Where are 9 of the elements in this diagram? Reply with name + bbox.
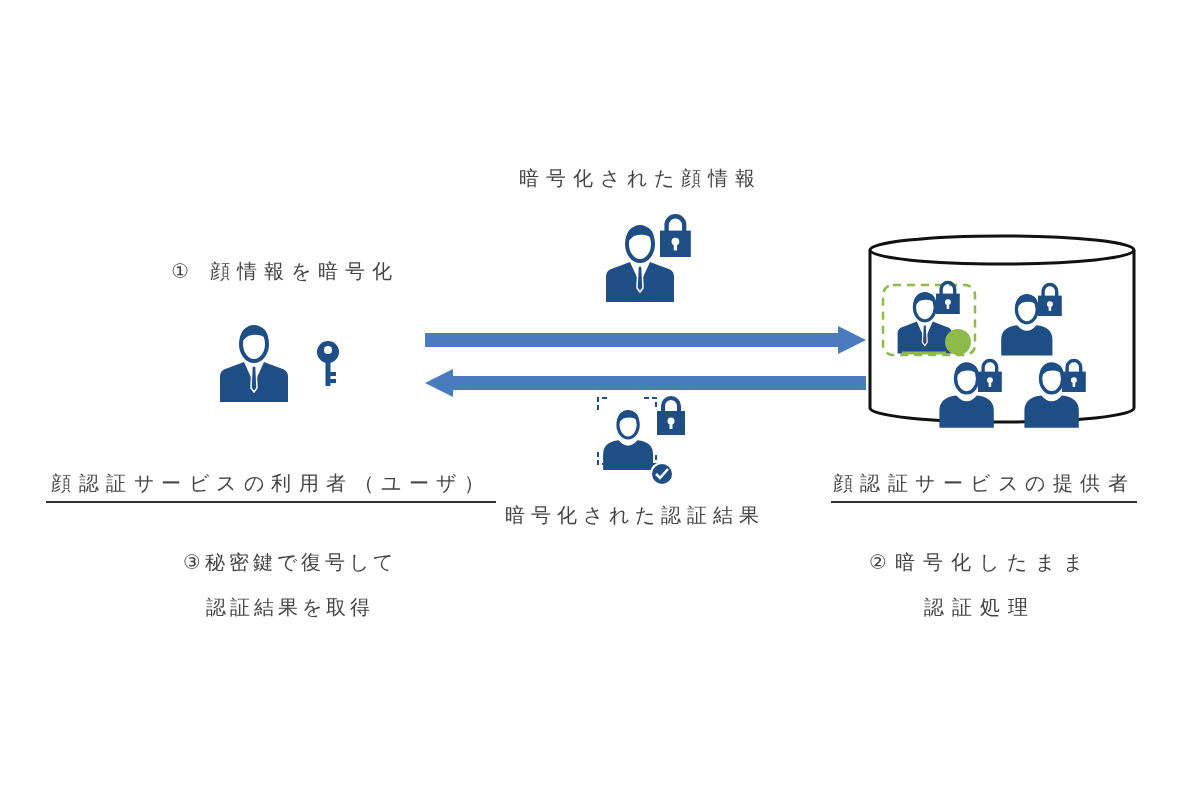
step-caption: ③秘密鍵で復号して認証結果を取得: [182, 549, 398, 621]
step-caption: ②暗号化したまま認証処理: [868, 549, 1092, 621]
underlined-heading: 顔認証サービスの利用者（ユーザ）: [46, 470, 496, 503]
step-caption: ① 顔情報を暗号化: [170, 258, 400, 285]
underlined-heading: 顔認証サービスの提供者: [831, 470, 1137, 503]
arrow: [425, 369, 866, 397]
payload-label: 暗号化された顔情報: [517, 165, 763, 192]
payload-label: 暗号化された認証結果: [504, 502, 766, 529]
arrow: [425, 326, 866, 354]
